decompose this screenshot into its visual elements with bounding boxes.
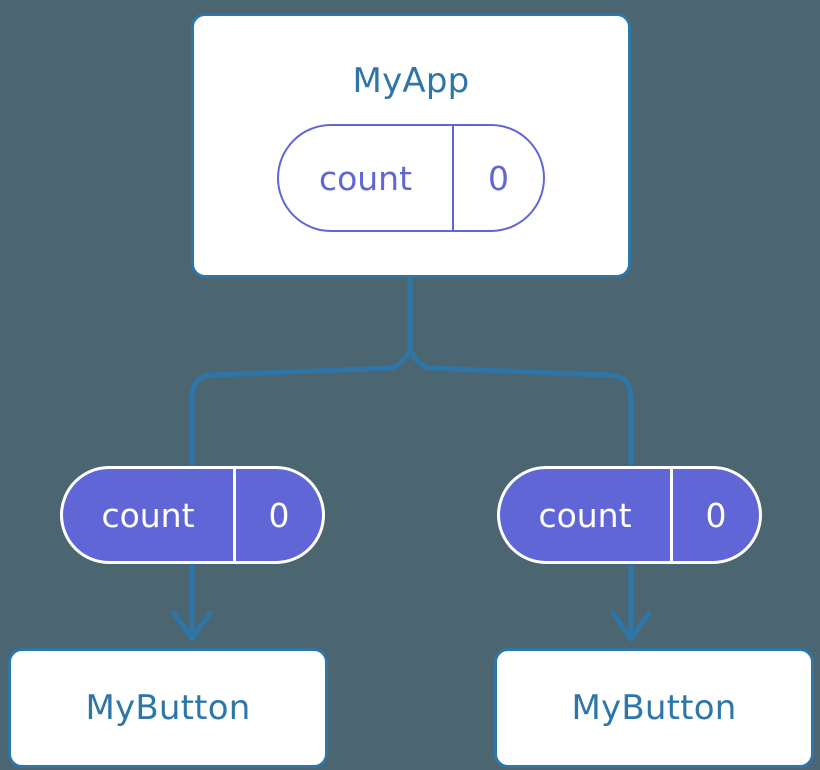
state-pill-child-left[interactable]: count 0 [60, 466, 325, 564]
state-pill-root-key: count [318, 158, 413, 198]
arrow-right-head [610, 610, 652, 642]
state-pill-child-right-key: count [538, 495, 632, 535]
component-card-root[interactable]: MyApp count 0 [191, 13, 631, 278]
junction-left-curve [211, 344, 413, 378]
junction-right-curve [407, 344, 611, 378]
arrow-left-head [171, 610, 213, 642]
child-right-component-label: MyButton [571, 688, 737, 728]
component-card-child-right[interactable]: MyButton [494, 648, 814, 768]
state-pill-root-value: 0 [452, 126, 543, 230]
state-pill-child-right[interactable]: count 0 [497, 466, 762, 564]
state-pill-root[interactable]: count 0 [277, 124, 545, 232]
state-pill-child-right-value: 0 [670, 469, 759, 561]
branch-left-connector [189, 372, 215, 468]
branch-right-connector [607, 372, 634, 468]
state-pill-child-left-value: 0 [233, 469, 322, 561]
child-left-component-label: MyButton [85, 688, 251, 728]
component-card-child-left[interactable]: MyButton [8, 648, 328, 768]
root-component-label: MyApp [352, 61, 470, 101]
state-pill-child-left-key: count [101, 495, 195, 535]
